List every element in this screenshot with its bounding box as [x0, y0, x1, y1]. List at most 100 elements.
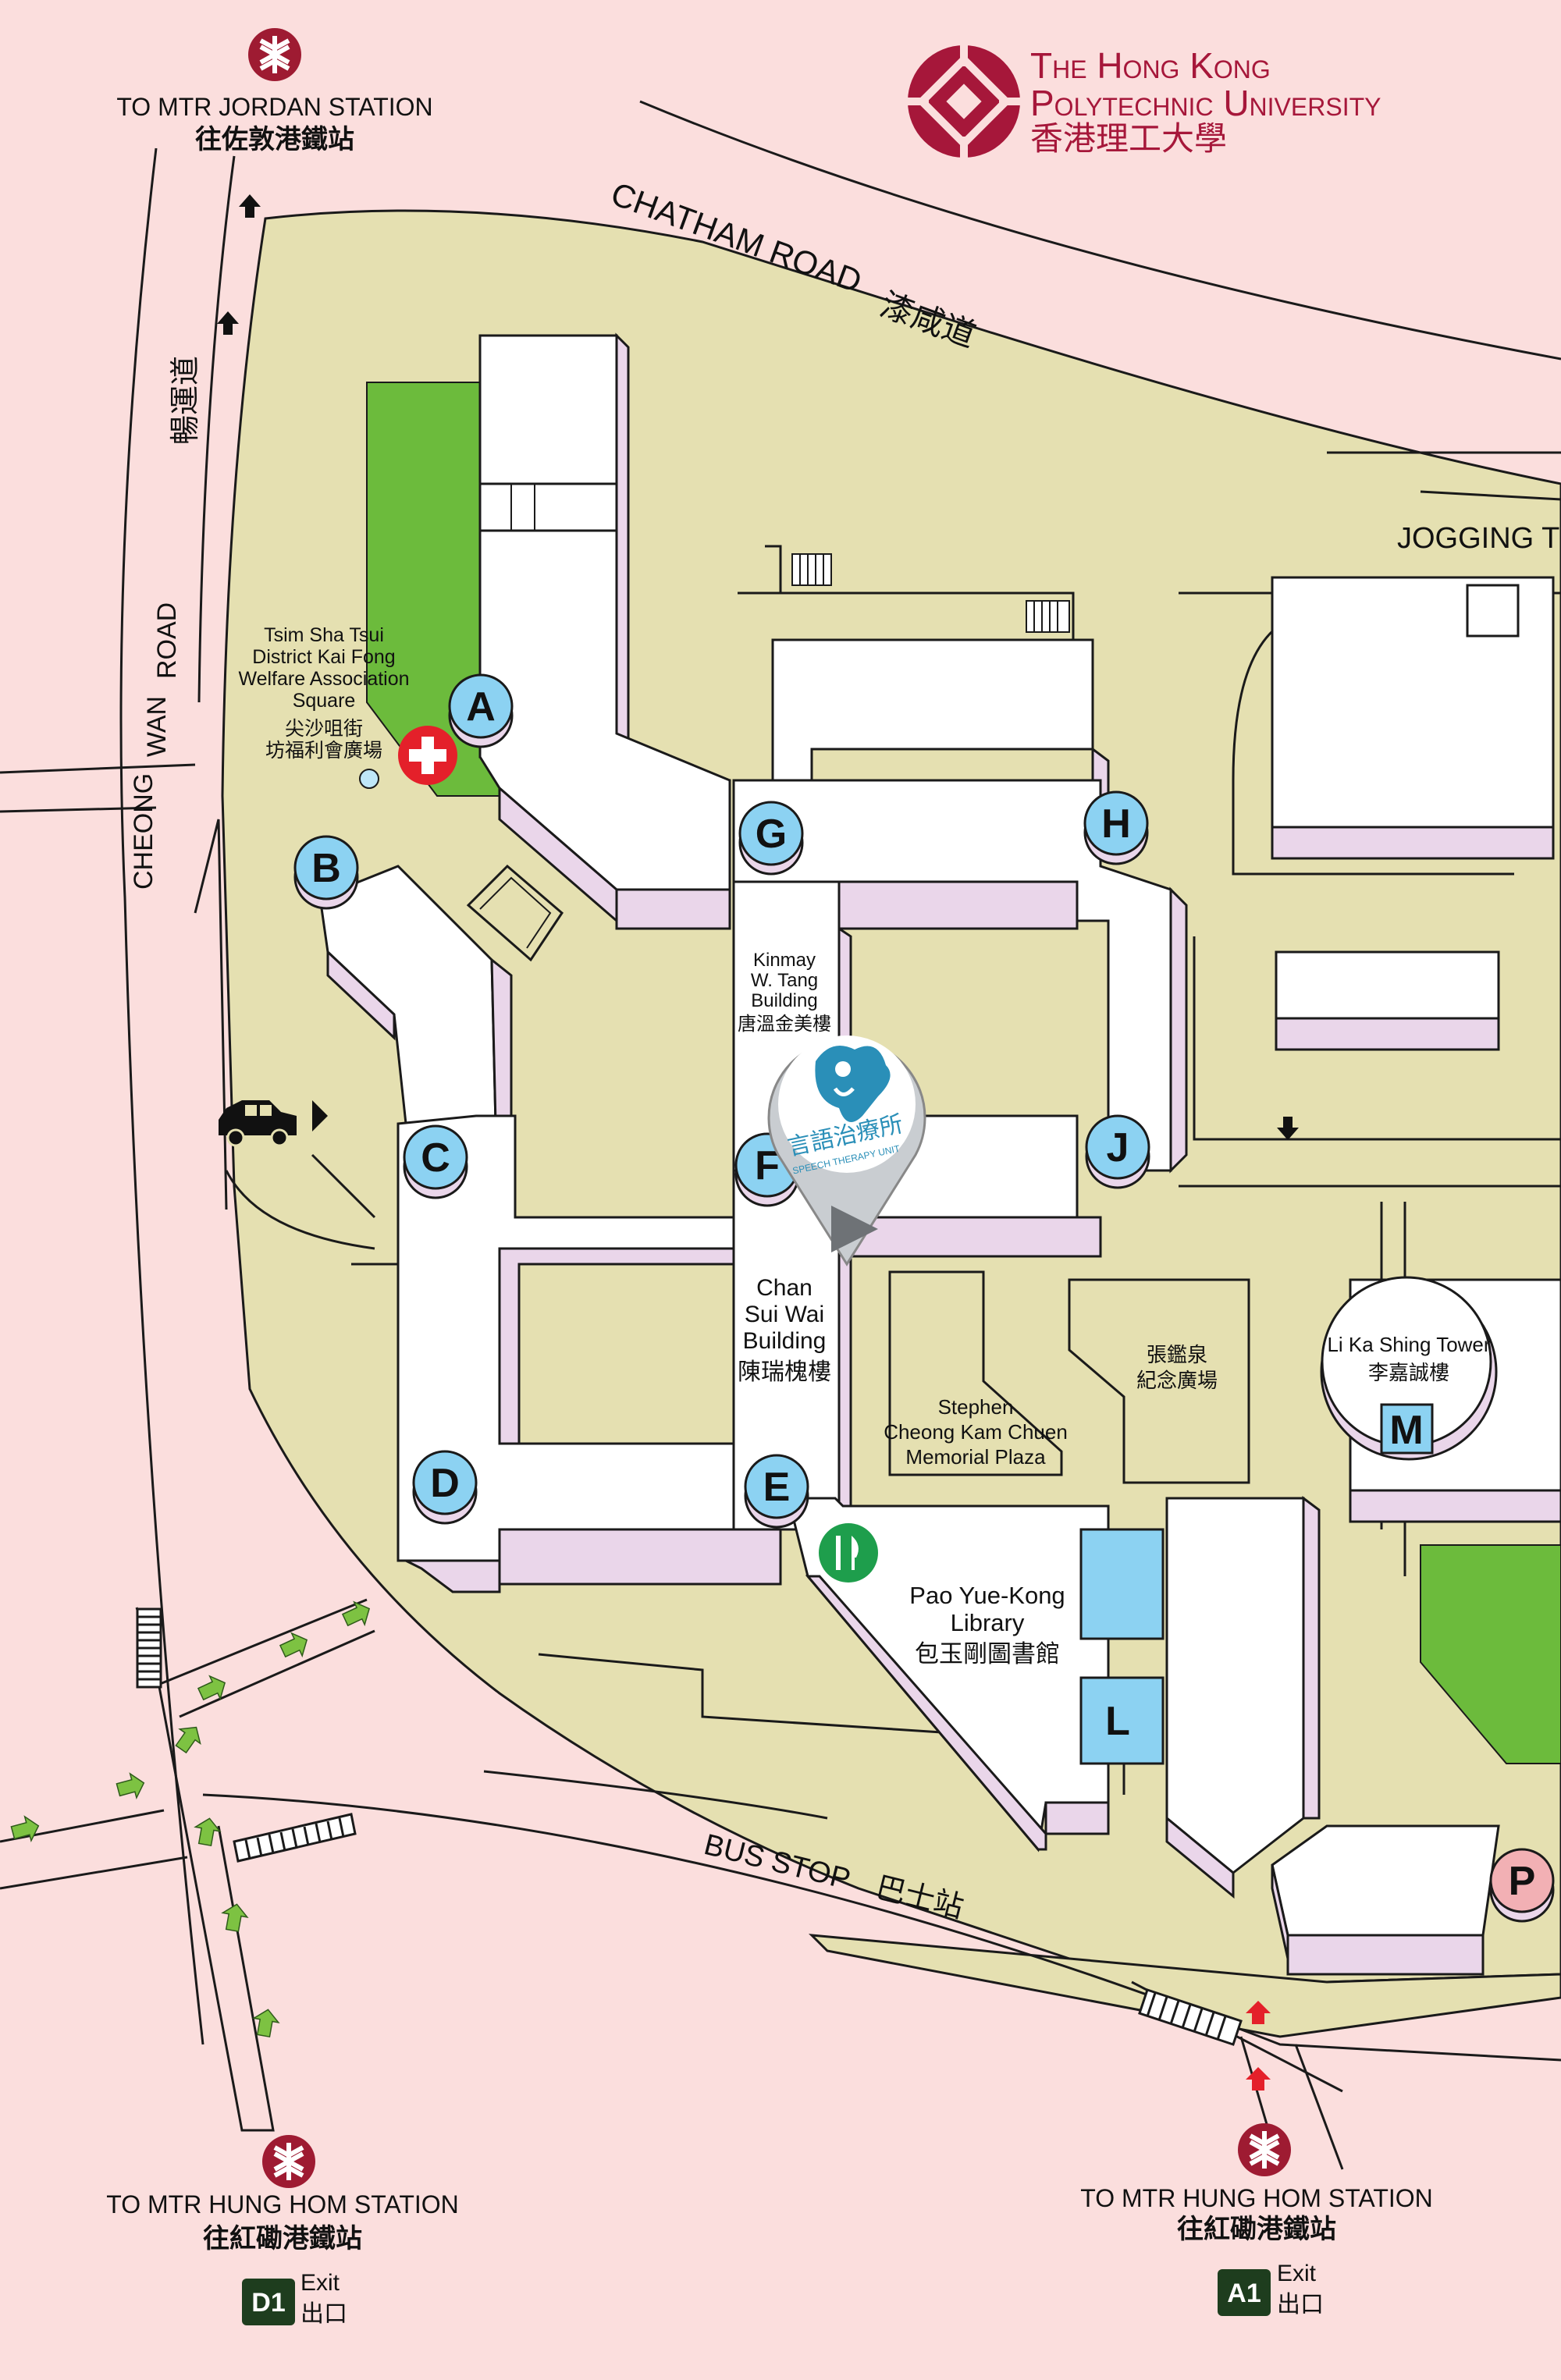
arrow-red-icon: [1246, 2067, 1271, 2090]
cheong-wan-road-edge-1: [119, 147, 204, 2045]
cheong-wan-road-label: CHEONG: [129, 773, 158, 890]
svg-text:唐溫金美樓: 唐溫金美樓: [738, 1013, 831, 1035]
arrow-green-icon: [219, 1901, 250, 1934]
cheong-wan-road-label: WAN: [142, 696, 172, 757]
taxi-icon: [219, 1100, 297, 1147]
svg-text:出口: 出口: [300, 2300, 347, 2328]
first-aid-icon: [398, 726, 457, 785]
svg-text:Sui Wai: Sui Wai: [745, 1302, 824, 1327]
bus-road-edge-2: [483, 1770, 828, 1820]
chatham-road-edge: [639, 100, 1561, 361]
mtr-jordan-zh: 往佐敦港鐵站: [195, 124, 354, 155]
zebra-crossing: [136, 1607, 162, 1689]
svg-text:A1: A1: [1227, 2279, 1261, 2308]
svg-text:H: H: [1101, 801, 1131, 847]
svg-text:D1: D1: [251, 2288, 285, 2318]
university-name-zh: 香港理工大學: [1030, 119, 1227, 158]
arrow-up-icon: [217, 311, 239, 335]
svg-text:Exit: Exit: [1277, 2261, 1317, 2286]
svg-text:陳瑞槐樓: 陳瑞槐樓: [738, 1359, 831, 1386]
svg-text:A: A: [466, 684, 496, 730]
green-lawn-east: [1420, 1544, 1561, 1764]
svg-text:J: J: [1107, 1125, 1129, 1170]
polyu-logo: [908, 45, 1020, 158]
svg-text:District Kai Fong: District Kai Fong: [252, 646, 395, 668]
mtr-icon: [262, 2135, 315, 2188]
mtr-hunghom-left-en: TO MTR HUNG HOM STATION: [106, 2190, 459, 2218]
svg-text:P: P: [1509, 1859, 1536, 1904]
landmark-dot: [359, 769, 379, 789]
wing-p-badge[interactable]: P: [1489, 1848, 1555, 1923]
svg-text:出口: 出口: [1277, 2291, 1324, 2318]
wing-e-badge[interactable]: E: [744, 1454, 809, 1529]
li-ka-shing-tower-zh: 李嘉誠樓: [1368, 1362, 1449, 1385]
svg-text:E: E: [763, 1465, 791, 1510]
svg-text:Memorial Plaza: Memorial Plaza: [905, 1445, 1046, 1469]
svg-text:Stephen: Stephen: [938, 1395, 1014, 1419]
mtr-icon: [248, 28, 301, 81]
wing-l-stair-block: [1079, 1528, 1165, 1640]
cheong-wan-road-label: ROAD: [152, 602, 182, 679]
svg-text:M: M: [1389, 1408, 1423, 1453]
kinmay-building-label: Kinmay W. Tang Building 唐溫金美樓: [738, 950, 831, 1035]
restaurant-icon: [819, 1523, 878, 1583]
wing-j-badge[interactable]: J: [1085, 1114, 1150, 1189]
svg-text:L: L: [1105, 1699, 1130, 1744]
svg-text:W. Tang: W. Tang: [751, 970, 818, 991]
wing-b-badge[interactable]: B: [293, 835, 359, 910]
svg-text:C: C: [421, 1135, 450, 1181]
svg-text:Tsim Sha Tsui: Tsim Sha Tsui: [264, 624, 384, 646]
wing-d-badge[interactable]: D: [412, 1450, 478, 1525]
arrow-green-icon: [9, 1813, 43, 1845]
svg-text:紀念廣場: 紀念廣場: [1136, 1369, 1218, 1393]
university-name-line1: The Hong Kong: [1030, 45, 1271, 86]
zebra-crossing: [1138, 1988, 1243, 2046]
arrow-green-icon: [194, 1671, 231, 1707]
svg-text:Welfare Association: Welfare Association: [238, 668, 409, 690]
east-tall-building[interactable]: [1165, 1497, 1305, 1874]
wing-m-badge[interactable]: M: [1320, 1276, 1498, 1461]
cheong-wan-road-zh: 暢運道: [168, 356, 202, 445]
mtr-icon: [1238, 2123, 1291, 2176]
wing-c-badge[interactable]: C: [403, 1124, 468, 1199]
bus-road-edge-1: [202, 1793, 1561, 2062]
svg-text:包玉剛圖書館: 包玉剛圖書館: [915, 1640, 1060, 1668]
svg-text:Library: Library: [951, 1609, 1025, 1636]
university-name-line2: Polytechnic University: [1030, 83, 1381, 123]
wing-g-badge[interactable]: G: [738, 801, 804, 876]
li-ka-shing-tower-label: Li Ka Shing Tower: [1327, 1333, 1490, 1356]
arrow-right-icon: [312, 1100, 328, 1131]
arrow-green-icon: [114, 1770, 148, 1803]
wing-a-badge[interactable]: A: [448, 673, 514, 748]
stephen-plaza-label: Stephen Cheong Kam Chuen Memorial Plaza …: [884, 1344, 1218, 1469]
svg-text:Chan: Chan: [756, 1275, 813, 1301]
kaifong-square-label: Tsim Sha Tsui District Kai Fong Welfare …: [238, 624, 409, 762]
speech-therapy-pin-icon[interactable]: 言語治療所 SPEECH THERAPY UNIT: [767, 1035, 926, 1266]
cheong-wan-road-edge-2: [197, 155, 236, 703]
south-pavement: [809, 1934, 1561, 2038]
mtr-hunghom-right-en: TO MTR HUNG HOM STATION: [1080, 2184, 1433, 2212]
jogging-track-label: JOGGING T: [1397, 522, 1559, 555]
exit-d1-badge: D1 Exit 出口: [242, 2270, 347, 2328]
svg-text:Cheong Kam Chuen: Cheong Kam Chuen: [884, 1420, 1068, 1444]
svg-text:Square: Square: [293, 690, 356, 712]
mtr-hunghom-left-zh: 往紅磡港鐵站: [203, 2223, 362, 2254]
svg-text:張鑑泉: 張鑑泉: [1147, 1344, 1207, 1367]
svg-text:Building: Building: [751, 990, 817, 1011]
arrow-green-icon: [170, 1719, 208, 1757]
svg-text:G: G: [756, 812, 787, 857]
arrow-green-icon: [192, 1815, 222, 1848]
svg-text:坊福利會廣場: 坊福利會廣場: [265, 739, 382, 762]
mtr-hunghom-right-zh: 往紅磡港鐵站: [1177, 2214, 1336, 2245]
svg-text:Kinmay: Kinmay: [753, 950, 816, 971]
svg-text:D: D: [430, 1461, 460, 1506]
wing-l-badge[interactable]: L: [1105, 1699, 1130, 1744]
mtr-jordan-en: TO MTR JORDAN STATION: [116, 93, 432, 121]
svg-text:B: B: [311, 846, 341, 891]
svg-text:Building: Building: [743, 1328, 827, 1354]
arrow-up-icon: [239, 194, 261, 218]
chan-sui-wai-building-label: Chan Sui Wai Building 陳瑞槐樓: [738, 1275, 831, 1386]
wing-h-badge[interactable]: H: [1083, 790, 1149, 865]
svg-text:尖沙咀街: 尖沙咀街: [285, 717, 363, 740]
